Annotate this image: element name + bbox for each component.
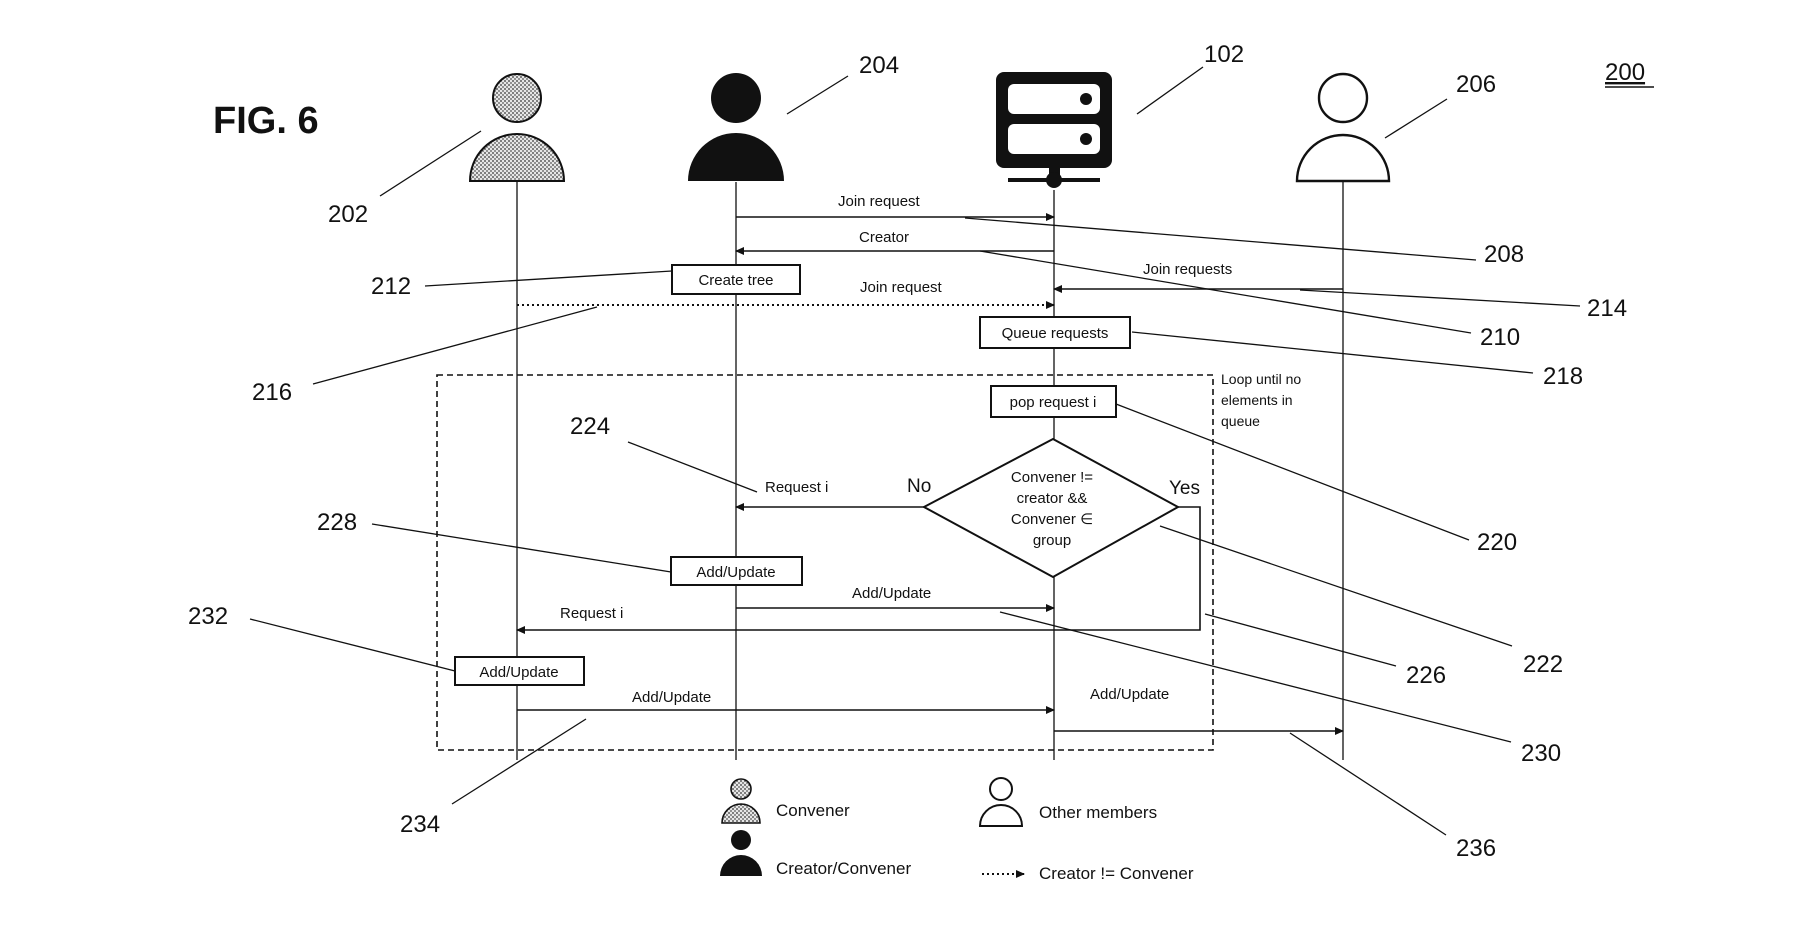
server-icon — [996, 72, 1112, 188]
legend-other-members-icon — [978, 777, 1024, 827]
leader-222 — [1159, 525, 1513, 647]
ref-204: 204 — [859, 52, 899, 79]
ref-234: 234 — [400, 811, 440, 838]
legend-creator-convener-label: Creator/Convener — [776, 859, 911, 878]
ref-222: 222 — [1523, 651, 1563, 678]
decision-yes-label: Yes — [1169, 478, 1200, 499]
ref-232: 232 — [188, 603, 228, 630]
pop-request-label: pop request i — [1010, 394, 1097, 411]
leader-232 — [249, 618, 456, 672]
ref-214: 214 — [1587, 295, 1627, 322]
add-update-msg-label-1: Add/Update — [852, 585, 931, 602]
ref-206: 206 — [1456, 71, 1496, 98]
ref-230: 230 — [1521, 740, 1561, 767]
ref-228: 228 — [317, 509, 357, 536]
decision-line2: creator && — [1017, 490, 1088, 507]
leader-206 — [1384, 98, 1448, 139]
request-i-label-left: Request i — [765, 479, 828, 496]
leader-218 — [1131, 331, 1534, 374]
decision-line4: group — [1033, 532, 1071, 549]
other-member-person-icon — [1295, 72, 1391, 183]
join-requests-label: Join requests — [1143, 261, 1232, 278]
join-request-label-1: Join request — [838, 193, 921, 210]
leader-214 — [1299, 289, 1581, 307]
ref-102: 102 — [1204, 41, 1244, 68]
legend-other-members-label: Other members — [1039, 803, 1157, 822]
request-i-label-bottom: Request i — [560, 605, 623, 622]
add-update-msg-label-2: Add/Update — [632, 689, 711, 706]
request-i-arrow-bottom — [516, 506, 1201, 634]
ref-208: 208 — [1484, 241, 1524, 268]
figure-number: 200 — [1605, 59, 1645, 86]
ref-236: 236 — [1456, 835, 1496, 862]
loop-label-line3: queue — [1221, 413, 1260, 429]
add-update-creator-label: Add/Update — [696, 564, 775, 581]
create-tree-label: Create tree — [698, 272, 773, 289]
leader-202 — [379, 130, 482, 197]
add-update-convener-label: Add/Update — [479, 664, 558, 681]
legend-creator-convener-icon — [720, 830, 762, 876]
loop-frame — [436, 374, 1214, 751]
join-request-label-2: Join request — [860, 279, 943, 296]
leader-220 — [1115, 403, 1470, 541]
creator-label: Creator — [859, 229, 909, 246]
add-update-convener-box — [454, 656, 585, 686]
queue-requests-label: Queue requests — [1002, 325, 1109, 342]
leader-102 — [1136, 66, 1204, 115]
loop-label-line1: Loop until no — [1221, 371, 1301, 387]
decision-diamond — [921, 437, 1181, 579]
leader-210 — [979, 250, 1472, 334]
figure-title: FIG. 6 — [213, 100, 319, 142]
add-update-msg-label-3: Add/Update — [1090, 686, 1169, 703]
leader-204 — [786, 75, 849, 115]
legend-convener-label: Convener — [776, 801, 850, 820]
ref-226: 226 — [1406, 662, 1446, 689]
loop-label-line2: elements in — [1221, 392, 1293, 408]
legend-convener-icon — [721, 778, 761, 824]
legend: Convener Creator/Convener Other members … — [720, 777, 1194, 883]
ref-216: 216 — [252, 379, 292, 406]
create-tree-box — [671, 264, 801, 295]
add-update-creator-box — [670, 556, 803, 586]
ref-210: 210 — [1480, 324, 1520, 351]
creator-person-icon — [688, 73, 784, 181]
legend-creator-not-convener-label: Creator != Convener — [1039, 864, 1194, 883]
pop-request-box — [990, 385, 1117, 418]
leader-226 — [1204, 613, 1397, 667]
leader-228 — [371, 523, 672, 573]
queue-requests-box — [979, 316, 1131, 349]
leader-208 — [964, 217, 1477, 261]
leader-236 — [1289, 732, 1447, 836]
leader-224 — [627, 441, 758, 493]
leader-216 — [312, 306, 598, 385]
leader-230 — [999, 611, 1512, 743]
ref-218: 218 — [1543, 363, 1583, 390]
convener-person-icon — [468, 73, 566, 182]
leader-212 — [424, 270, 673, 287]
ref-202: 202 — [328, 201, 368, 228]
decision-line1: Convener != — [1011, 469, 1093, 486]
ref-224: 224 — [570, 413, 610, 440]
leader-234 — [451, 718, 587, 805]
ref-220: 220 — [1477, 529, 1517, 556]
decision-no-label: No — [907, 476, 931, 497]
ref-212: 212 — [371, 273, 411, 300]
decision-line3: Convener ∈ — [1011, 511, 1093, 528]
